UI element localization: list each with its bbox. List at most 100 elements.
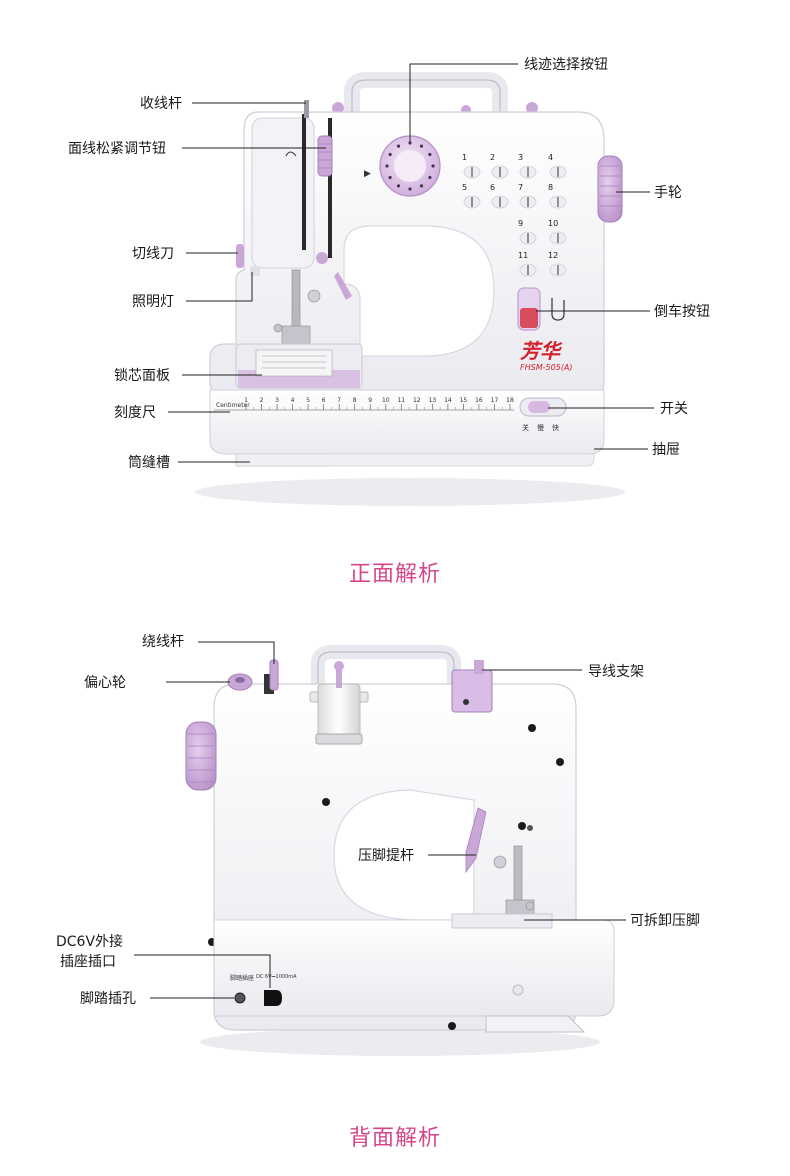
- dial-tick: [388, 152, 392, 157]
- ruler-tick-label: 15: [460, 397, 468, 404]
- stitch-number: 7: [518, 183, 523, 192]
- eccentric-wheel: [227, 673, 253, 691]
- ruler-tick-label: 18: [506, 397, 514, 404]
- ruler-tick-label: 6: [322, 397, 326, 404]
- back-view: 脚踏插座 DC 6V⎓1000mA 绕线杆 偏心轮 导线支架 压脚提杆 可拆卸压…: [56, 634, 700, 1151]
- front-handwheel[interactable]: [597, 155, 623, 223]
- ruler-tick-label: 2: [260, 397, 264, 404]
- ruler-tick-label: 10: [382, 397, 390, 404]
- reverse-button[interactable]: [517, 287, 565, 331]
- stitch-number: 1: [462, 153, 467, 162]
- thread-guide: [451, 660, 493, 713]
- dial-tick: [396, 184, 401, 188]
- label-take-up-lever: 收线杆: [140, 96, 182, 112]
- ruler-tick-label: 3: [275, 397, 279, 404]
- dial-tick: [419, 144, 424, 148]
- ruler-tick-label: 1: [244, 397, 248, 404]
- leader-dc-socket: [134, 954, 271, 988]
- front-section-title: 正面解析: [349, 562, 441, 587]
- dial-tick: [419, 184, 424, 188]
- stitch-number: 3: [518, 153, 523, 162]
- dial-tick: [431, 164, 435, 168]
- dial-tick: [428, 152, 432, 157]
- front-drawer: [235, 453, 595, 467]
- label-presser-lever: 压脚提杆: [358, 848, 414, 864]
- dial-tick: [385, 164, 389, 168]
- label-stitch-selector: 线迹选择按钮: [524, 57, 608, 73]
- switch-label-slow: 慢: [537, 423, 544, 432]
- dial-tick: [408, 187, 412, 191]
- switch-label-off: 关: [522, 423, 529, 432]
- label-needle-plate: 锁芯面板: [114, 368, 170, 384]
- label-removable-foot: 可拆卸压脚: [630, 913, 700, 929]
- ruler-tick-label: 5: [306, 397, 310, 404]
- handle-peg-left: [332, 102, 344, 114]
- ruler-tick-label: 9: [368, 397, 372, 404]
- handle-peg-right: [526, 102, 538, 114]
- take-up-lever: [304, 100, 309, 118]
- label-reverse-button: 倒车按钮: [654, 303, 710, 320]
- back-shadow: [200, 1028, 600, 1056]
- ruler-tick-label: 8: [353, 397, 357, 404]
- stitch-number: 9: [518, 219, 523, 228]
- brand-logo: 芳华: [520, 339, 563, 363]
- label-dc-socket-1: DC6V外接: [56, 933, 123, 950]
- label-tension-knob: 面线松紧调节钮: [68, 141, 166, 157]
- stitch-number: 10: [548, 219, 558, 228]
- label-light: 照明灯: [132, 294, 174, 310]
- stitch-number: 12: [548, 251, 558, 260]
- front-presser-lever: [334, 272, 352, 300]
- stitch-number: 6: [490, 183, 495, 192]
- power-switch[interactable]: 关 慢 快: [519, 397, 567, 432]
- stitch-selector-dial[interactable]: [379, 135, 441, 197]
- ruler-tick-label: 14: [444, 397, 452, 404]
- ruler-tick-label: 13: [429, 397, 437, 404]
- label-power-switch: 开关: [660, 401, 688, 417]
- stitch-number: 8: [548, 183, 553, 192]
- switch-label-fast: 快: [552, 423, 559, 432]
- ruler-tick-label: 11: [397, 397, 405, 404]
- ruler-tick-label: 7: [337, 397, 341, 404]
- label-handwheel: 手轮: [654, 185, 682, 201]
- model-number: FHSM-505(A): [520, 363, 572, 372]
- stitch-number: 11: [518, 251, 528, 260]
- thread-cutter: [236, 244, 244, 268]
- dial-tick: [396, 144, 401, 148]
- label-pedal-socket: 脚踏插孔: [80, 991, 136, 1007]
- dial-tick: [408, 141, 412, 145]
- stitch-number: 4: [548, 153, 553, 162]
- label-eccentric-wheel: 偏心轮: [84, 675, 126, 691]
- label-bobbin-winder: 绕线杆: [142, 634, 184, 650]
- ruler-unit-label: Centimeter: [216, 402, 250, 409]
- label-ruler: 刻度尺: [114, 405, 156, 421]
- label-thread-guide: 导线支架: [588, 664, 644, 680]
- thread-spool: [309, 661, 369, 745]
- ruler-tick-label: 16: [475, 397, 483, 404]
- back-section-title: 背面解析: [349, 1126, 441, 1151]
- ruler-tick-label: 17: [491, 397, 499, 404]
- front-head-panel: [251, 117, 315, 269]
- pedal-socket-caption: 脚踏插座: [230, 974, 254, 982]
- ruler-tick-label: 12: [413, 397, 421, 404]
- label-thread-cutter: 切线刀: [132, 246, 174, 262]
- dc-socket-caption: DC 6V⎓1000mA: [256, 974, 297, 980]
- back-presser-lever[interactable]: [465, 807, 487, 874]
- stitch-number: 5: [462, 183, 467, 192]
- front-needle-assembly: [273, 269, 321, 347]
- front-throat: [343, 225, 495, 357]
- leader-bobbin-winder: [198, 641, 275, 664]
- leader-stitch-selector: [409, 63, 518, 142]
- back-sleeve-slot: [485, 1015, 586, 1033]
- pedal-socket[interactable]: [234, 992, 246, 1004]
- ruler-tick-label: 4: [291, 397, 295, 404]
- label-sleeve-slot: 筒缝槽: [128, 454, 170, 471]
- socket-panel: 脚踏插座 DC 6V⎓1000mA: [230, 974, 297, 1006]
- tension-knob: [317, 135, 333, 177]
- label-dc-socket-2: 插座插口: [60, 954, 116, 970]
- leader-light: [186, 272, 253, 302]
- dc-socket[interactable]: [264, 990, 282, 1006]
